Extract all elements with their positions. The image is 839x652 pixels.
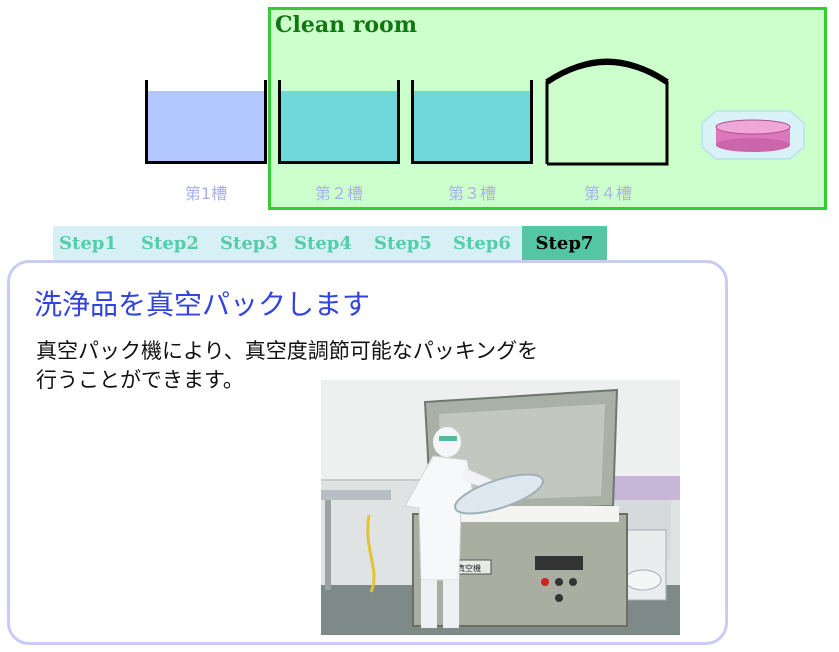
tank-1-label: 第1槽 <box>184 184 228 203</box>
tank-4 <box>545 58 669 166</box>
step-2-tab[interactable]: Step2 <box>141 233 199 254</box>
step-3-tab[interactable]: Step3 <box>220 233 278 254</box>
tank-4-label: 第４槽 <box>583 184 632 203</box>
vacuum-packing-machine-photo: 大型真空機 <box>321 380 680 635</box>
machine-sign: 大型真空機 <box>441 563 481 573</box>
tank-2-liquid <box>281 91 397 161</box>
tank-3-label: 第３槽 <box>447 184 496 203</box>
clean-room-title: Clean room <box>275 12 417 38</box>
description-line-1: 真空パック機により、真空度調節可能なパッキングを <box>36 339 539 363</box>
step-6-tab[interactable]: Step6 <box>453 233 511 254</box>
packaged-dish-icon <box>701 110 805 160</box>
panel-title: 洗浄品を真空パックします <box>34 288 371 321</box>
tank-1-liquid <box>148 91 264 161</box>
tank-3 <box>411 80 533 164</box>
description-line-2: 行うことができます。 <box>36 368 244 392</box>
step-5-tab[interactable]: Step5 <box>374 233 432 254</box>
tank-2 <box>278 80 400 164</box>
tank-1 <box>145 80 267 164</box>
step-1-tab[interactable]: Step1 <box>59 233 117 254</box>
tank-2-label: 第２槽 <box>314 184 363 203</box>
step-4-tab[interactable]: Step4 <box>294 233 352 254</box>
step-navigation: Step1 Step2 Step3 Step4 Step5 Step6 Step… <box>53 226 607 260</box>
tank-3-liquid <box>414 91 530 161</box>
content-panel: 洗浄品を真空パックします 真空パック機により、真空度調節可能なパッキングを 行う… <box>7 260 728 645</box>
panel-description: 真空パック機により、真空度調節可能なパッキングを 行うことができます。 <box>36 337 686 395</box>
step-7-tab[interactable]: Step7 <box>522 226 607 260</box>
